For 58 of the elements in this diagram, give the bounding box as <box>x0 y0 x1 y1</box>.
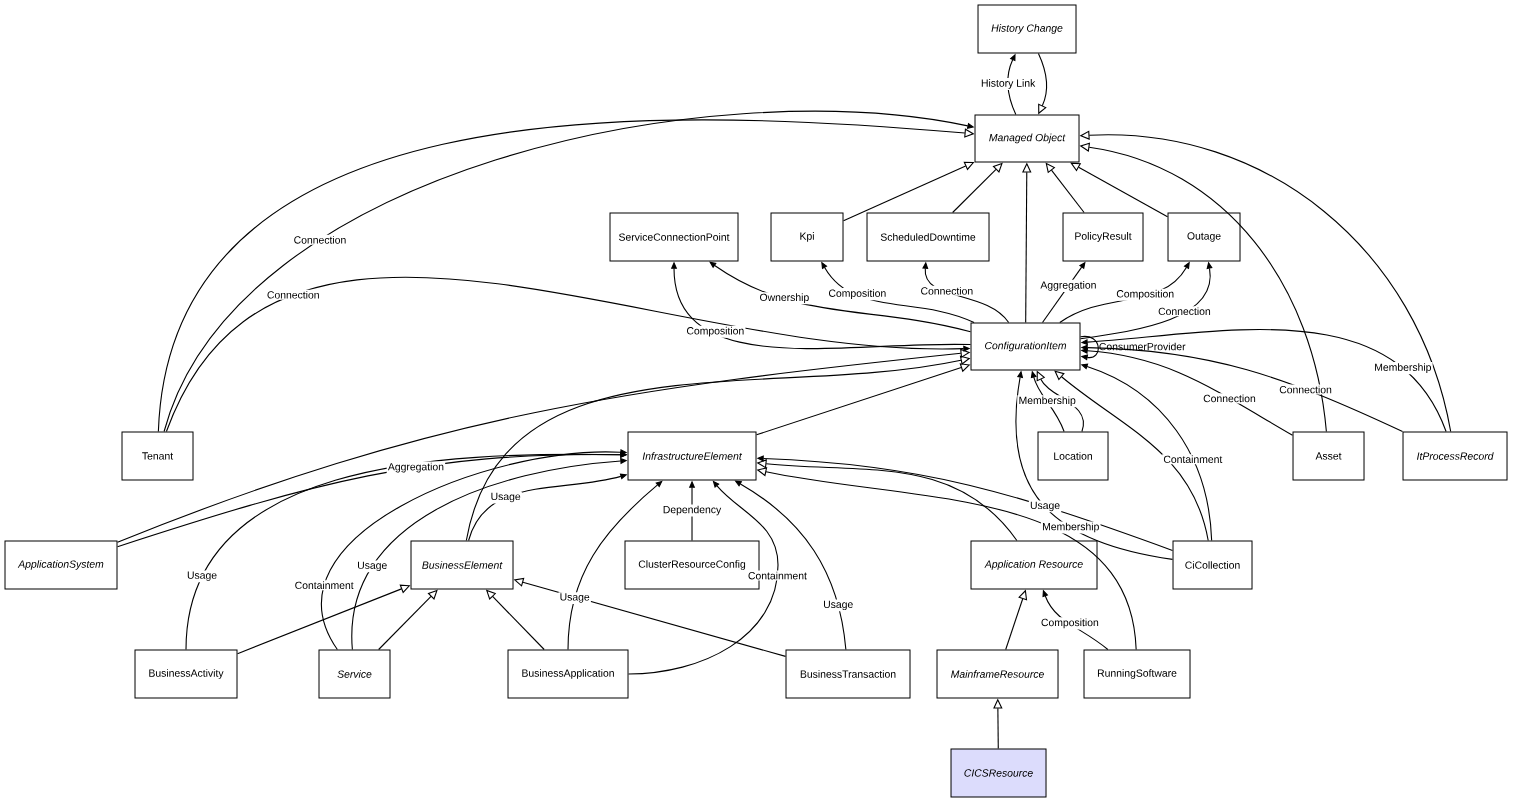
edge-label: Usage <box>558 592 591 604</box>
class-box: Application Resource <box>970 540 1098 590</box>
class-box: InfrastructureElement <box>627 431 757 481</box>
edge-label: History Link <box>979 77 1037 91</box>
edge-label: Dependency <box>661 504 723 517</box>
class-box: BusinessApplication <box>507 649 629 699</box>
generalization-arrow <box>1070 162 1169 218</box>
class-box: BusinessElement <box>410 540 514 590</box>
class-box: Managed Object <box>974 114 1080 163</box>
edge-label: Aggregation <box>386 461 446 474</box>
edge-label: Composition <box>1039 617 1100 630</box>
edge-label: Containment <box>293 580 355 591</box>
edge-label: ConsumerProvider <box>1099 342 1186 351</box>
edge-label: Membership <box>1040 521 1101 534</box>
generalization-arrow <box>1054 370 1209 542</box>
class-box: Outage <box>1167 212 1241 262</box>
edge-label: Connection <box>1201 393 1257 404</box>
association-arrow <box>567 480 663 651</box>
class-box: CICSResource <box>950 748 1047 798</box>
class-box: Asset <box>1292 431 1365 481</box>
edge-label: Connection <box>1278 384 1334 395</box>
edge-label: Connection <box>919 285 975 296</box>
edge-label: Usage <box>185 570 219 583</box>
class-box: BusinessTransaction <box>785 649 911 699</box>
class-box: Service <box>318 649 391 699</box>
edge-label: Usage <box>822 599 855 612</box>
edge-label: Usage <box>356 560 389 573</box>
class-box: ConfigurationItem <box>970 322 1081 371</box>
class-box: Tenant <box>121 431 194 481</box>
edge-label: Connection <box>265 289 321 300</box>
class-box: PolicyResult <box>1062 212 1144 262</box>
class-box: ServiceConnectionPoint <box>609 212 739 262</box>
edge-label: Composition <box>827 288 888 301</box>
edge-label: Containment <box>1162 454 1224 465</box>
class-box: ApplicationSystem <box>4 540 118 590</box>
generalization-arrow <box>378 589 438 651</box>
class-box: Kpi <box>770 212 844 262</box>
class-box: CiCollection <box>1172 540 1253 590</box>
association-arrow <box>1079 335 1099 361</box>
edge-label: Composition <box>1115 288 1176 301</box>
class-box: ScheduledDowntime <box>866 212 990 262</box>
class-box: MainframeResource <box>936 649 1059 699</box>
class-box: Location <box>1037 431 1109 481</box>
edge-label: Usage <box>1028 500 1062 513</box>
edge-label: Membership <box>1373 362 1433 375</box>
edge-label: Ownership <box>758 292 811 305</box>
class-box: History Change <box>977 4 1077 54</box>
edge-label: Membership <box>1017 395 1077 408</box>
edge-label: Usage <box>489 491 522 504</box>
edge-label: Connection <box>1156 306 1212 317</box>
generalization-arrow <box>952 162 1003 214</box>
class-box: BusinessActivity <box>134 649 238 699</box>
edge-label: Containment <box>746 570 809 581</box>
class-box: RunningSoftware <box>1083 649 1191 699</box>
class-box: ItProcessRecord <box>1402 431 1508 481</box>
edge-label: Connection <box>292 234 348 245</box>
edge-label: Composition <box>685 325 746 338</box>
edge-label: Aggregation <box>1039 279 1098 292</box>
